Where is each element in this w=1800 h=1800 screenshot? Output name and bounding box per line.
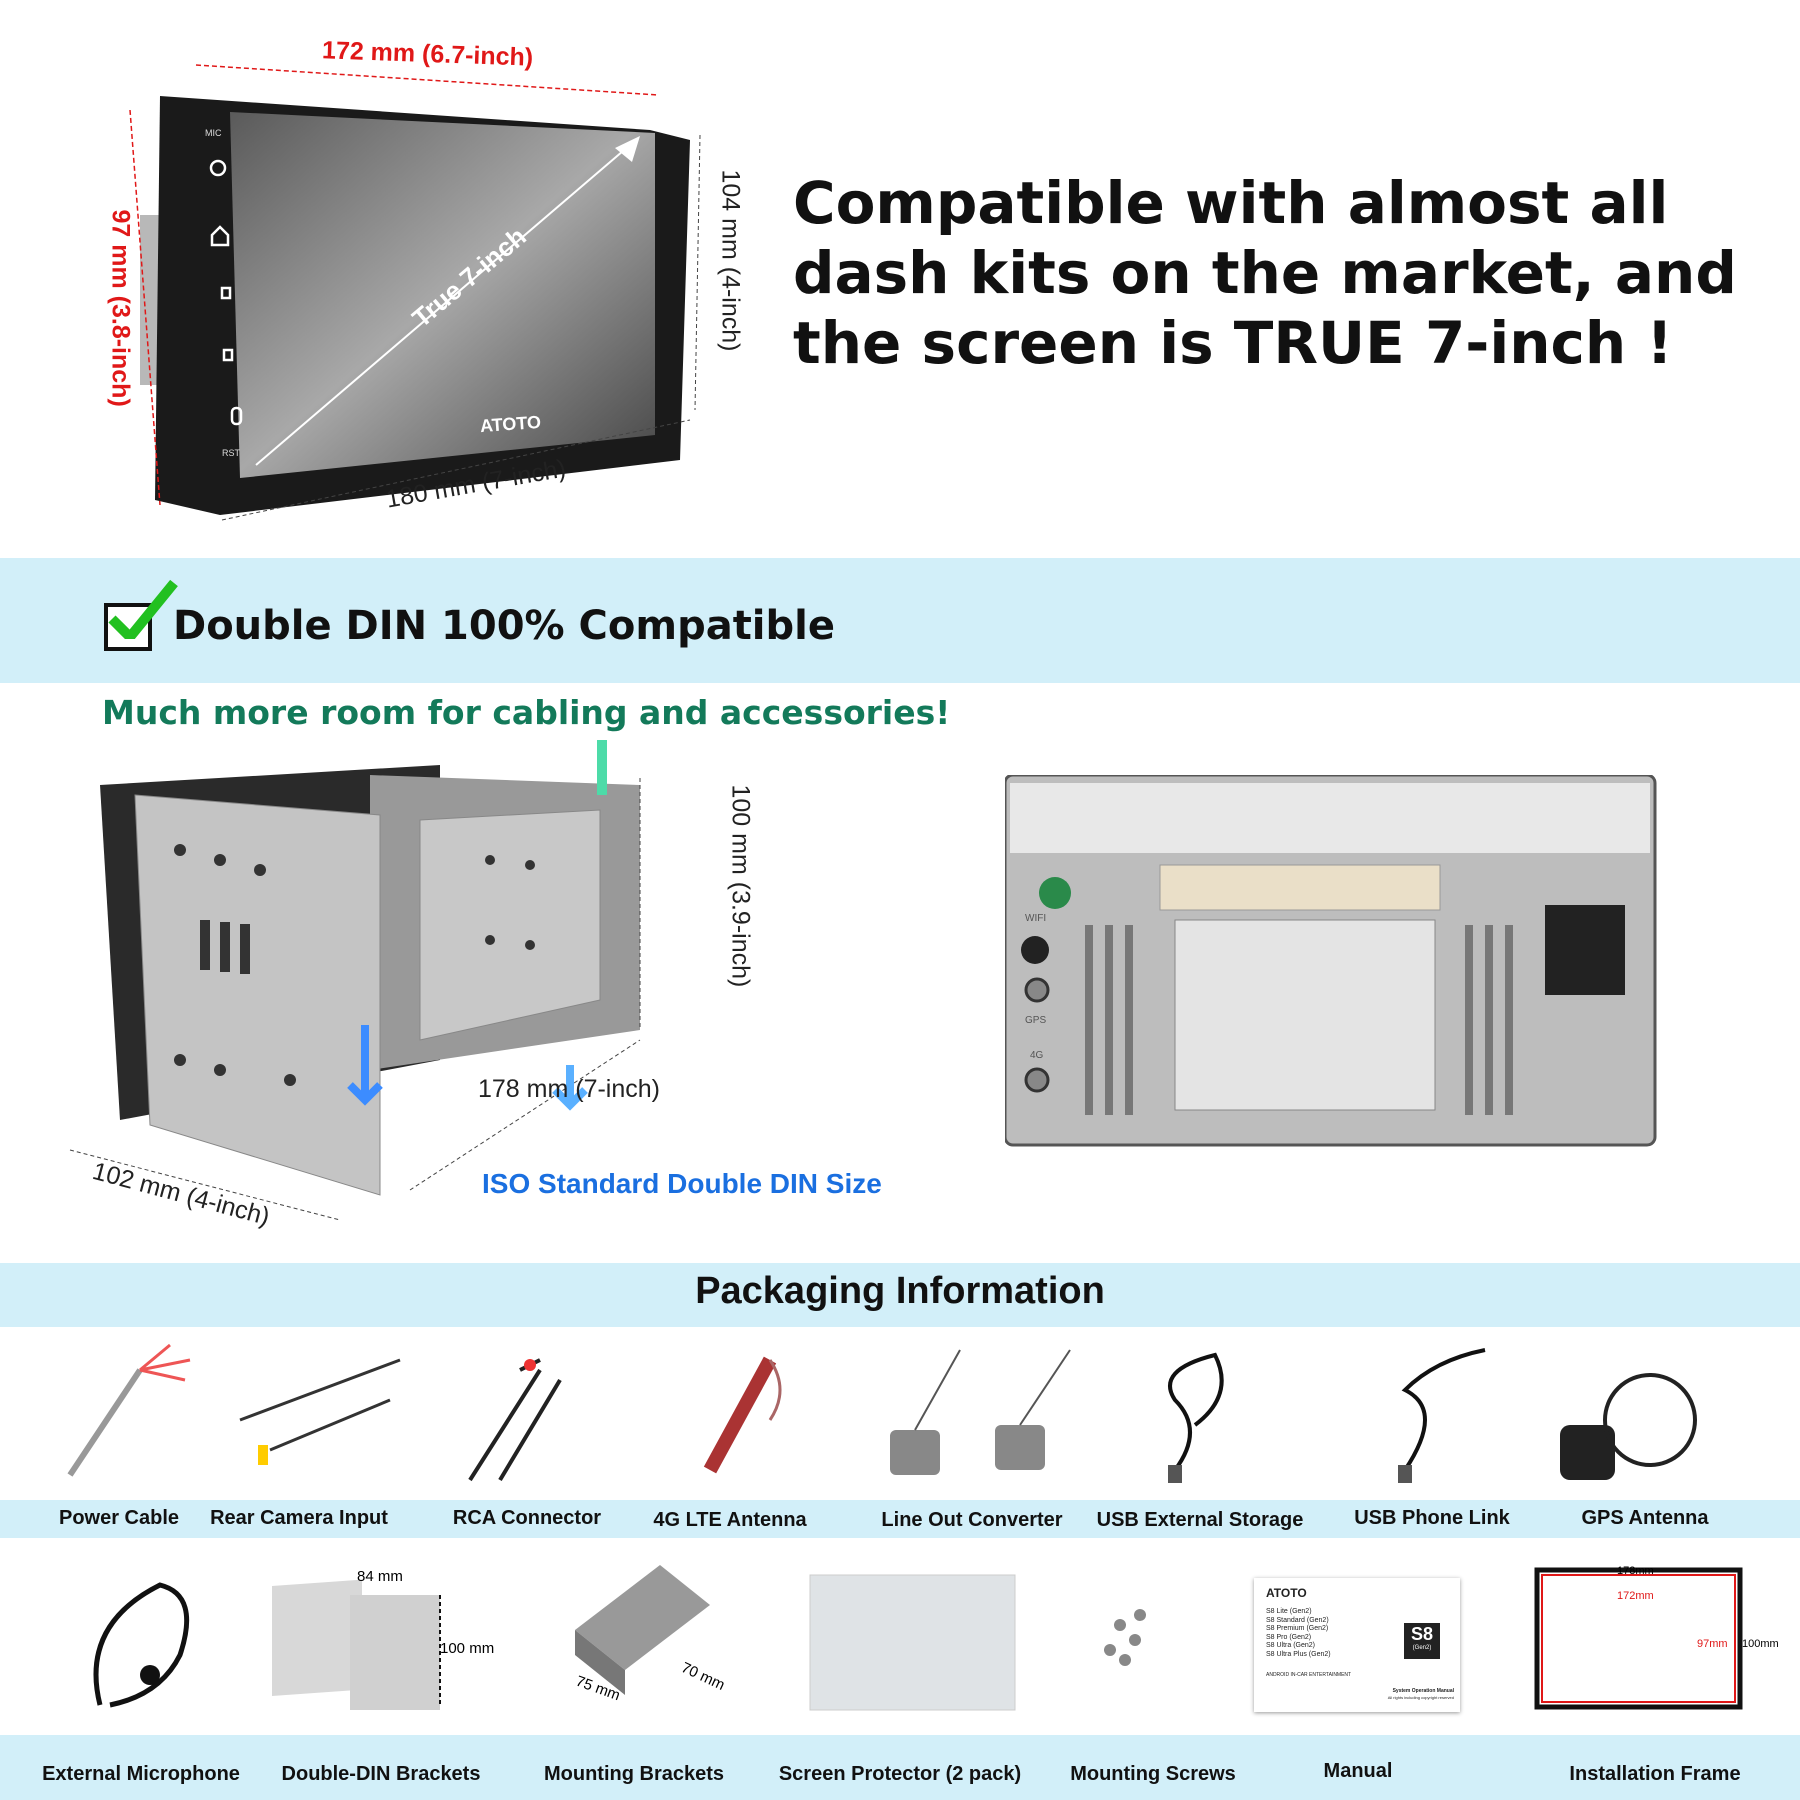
dim-height-back: 104 mm (4-inch)	[716, 169, 745, 352]
manual-model: S8 Premium (Gen2)	[1266, 1625, 1329, 1632]
checkbox-checked-icon	[104, 579, 178, 651]
item-label-installation-frame: Installation Frame	[1569, 1763, 1741, 1785]
item-label-power-cable: Power Cable	[58, 1507, 180, 1529]
lte-antenna-image	[703, 1356, 782, 1474]
item-label-rca-connector: RCA Connector	[452, 1507, 602, 1529]
manual-rights: All rights including copyright reserved	[1387, 1695, 1454, 1700]
rst-label: RST	[222, 448, 240, 458]
item-label-manual: Manual	[1323, 1760, 1393, 1782]
head-unit-drawing	[129, 64, 701, 521]
packaging-band	[0, 1263, 1800, 1327]
mounting-screws-image	[1104, 1609, 1146, 1666]
packaging-title: Packaging Information	[695, 1270, 1105, 1312]
usb-phone-link-image	[1398, 1348, 1486, 1483]
brand-logo: ATOTO	[479, 411, 542, 437]
iso-standard-label: ISO Standard Double DIN Size	[482, 1168, 882, 1199]
dim-width: 178 mm (7-inch)	[478, 1075, 660, 1103]
item-label-usb-external-storage: USB External Storage	[1096, 1509, 1304, 1531]
row1-item-images	[67, 1343, 1697, 1483]
item-label-usb-phone-link: USB Phone Link	[1354, 1507, 1510, 1529]
manual-model: S8 Ultra (Gen2)	[1266, 1642, 1316, 1649]
lte-port-label: 4G	[1030, 1050, 1044, 1061]
manual-badge: S8	[1410, 1624, 1434, 1644]
double-din-brackets-image	[272, 1579, 441, 1710]
din-bracket-height: 100 mm	[440, 1640, 495, 1657]
row2-item-images	[93, 1565, 1743, 1711]
microphone-image	[93, 1582, 190, 1708]
manual-model: S8 Pro (Gen2)	[1266, 1633, 1312, 1641]
rear-camera-cable-image	[239, 1358, 401, 1465]
item-label-line-out-converter: Line Out Converter	[881, 1509, 1063, 1531]
item-label-external-microphone: External Microphone	[42, 1763, 240, 1785]
item-label-gps-antenna: GPS Antenna	[1581, 1507, 1709, 1529]
row2-label-band	[0, 1735, 1800, 1800]
item-label-mounting-brackets: Mounting Brackets	[543, 1763, 725, 1785]
mounting-brackets-image	[575, 1565, 710, 1695]
item-label-rear-camera-input: Rear Camera Input	[210, 1507, 388, 1529]
manual-badge-sub: (Gen2)	[1412, 1645, 1432, 1651]
manual-model: S8 Lite (Gen2)	[1266, 1608, 1312, 1615]
frame-inner-height: 97mm	[1697, 1638, 1728, 1650]
item-label-mounting-screws: Mounting Screws	[1070, 1763, 1236, 1785]
usb-storage-cable-image	[1168, 1352, 1224, 1483]
item-label-4g-lte-antenna: 4G LTE Antenna	[653, 1509, 807, 1531]
double-din-band	[0, 558, 1800, 683]
rear-unit-image: WIFI GPS 4G	[1003, 773, 1660, 1150]
frame-inner-width: 172mm	[1617, 1590, 1654, 1602]
wifi-port-label: WIFI	[1025, 913, 1047, 924]
mic-label: MIC	[205, 128, 222, 138]
manual-image: ATOTO S8 Lite (Gen2) S8 Standard (Gen2) …	[1254, 1578, 1460, 1712]
line-out-converter-image	[890, 1349, 1071, 1475]
gps-port-label: GPS	[1025, 1015, 1047, 1026]
din-cage-image: 100 mm (3.9-inch) 178 mm (7-inch) 102 mm…	[40, 735, 755, 1260]
head-unit-image: MIC RST ATOTO True 7-inch 172 mm (6.7-in…	[0, 0, 760, 560]
frame-outer-width: 178mm	[1617, 1565, 1654, 1577]
rca-connector-image	[468, 1358, 562, 1482]
double-din-title: Double DIN 100% Compatible	[173, 603, 835, 649]
row1-label-band	[0, 1500, 1800, 1538]
headline: Compatible with almost all dash kits on …	[793, 169, 1737, 377]
din-subtitle: Much more room for cabling and accessori…	[102, 693, 951, 732]
item-label-double-din-brackets: Double-DIN Brackets	[281, 1763, 481, 1785]
dim-height-front: 97 mm (3.8-inch)	[106, 209, 135, 407]
screen-protector-image	[809, 1574, 1016, 1711]
dim-height: 100 mm (3.9-inch)	[726, 784, 755, 988]
frame-outer-height: 100mm	[1742, 1638, 1779, 1650]
gps-antenna-image	[1560, 1373, 1697, 1480]
item-label-screen-protector: Screen Protector (2 pack)	[778, 1763, 1022, 1785]
power-cable-image	[67, 1343, 191, 1477]
manual-model: S8 Ultra Plus (Gen2)	[1266, 1650, 1331, 1658]
din-bracket-width: 84 mm	[357, 1568, 403, 1585]
installation-frame-image	[1534, 1567, 1743, 1710]
manual-doc-title: System Operation Manual	[1392, 1688, 1454, 1694]
manual-brand: ATOTO	[1266, 1586, 1307, 1600]
manual-category: ANDROID IN-CAR ENTERTAINMENT	[1266, 1672, 1352, 1678]
manual-model: S8 Standard (Gen2)	[1266, 1616, 1329, 1624]
